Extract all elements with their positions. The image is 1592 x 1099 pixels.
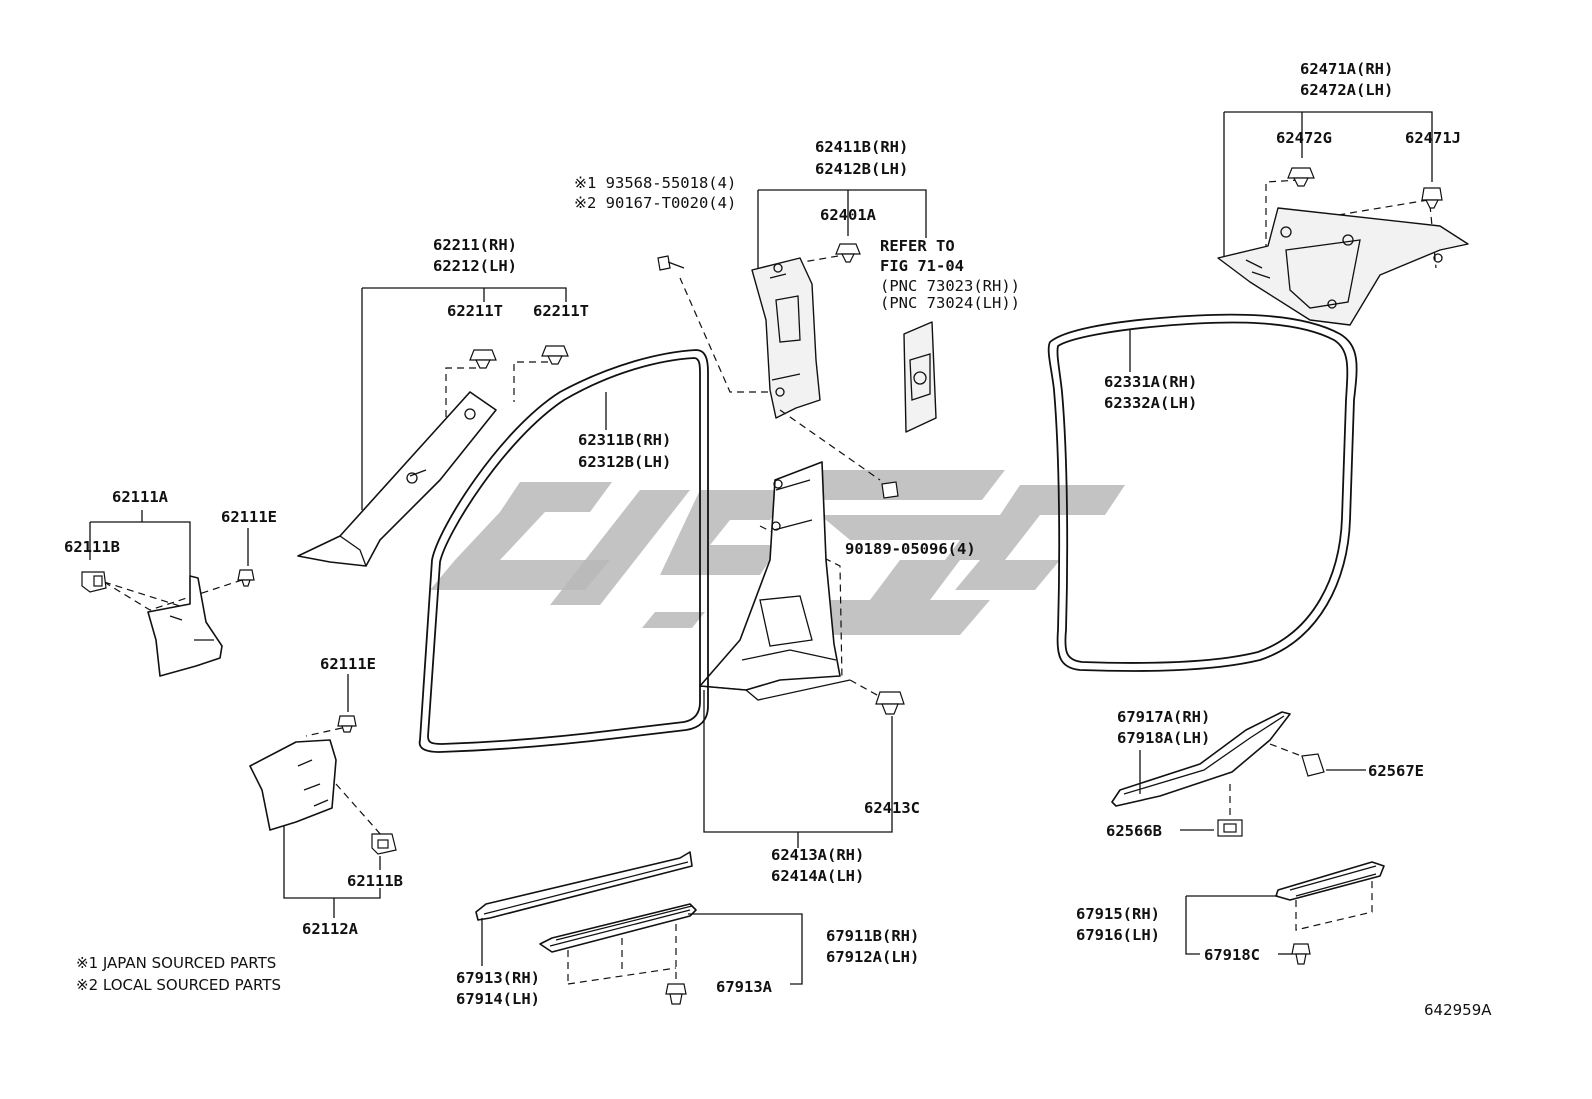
clip-90189-icon xyxy=(881,481,899,499)
kick-panel-lower xyxy=(249,739,337,831)
clip-62472G-icon xyxy=(1287,167,1315,187)
b-pillar-upper-group xyxy=(657,189,937,433)
kick-panel-lower-group xyxy=(249,674,397,918)
label-93568: ※1 93568-55018(4) xyxy=(574,174,736,192)
front-door-weatherstrip xyxy=(418,349,709,753)
label-62413A: 62413A(RH) xyxy=(771,846,864,864)
label-62413C: 62413C xyxy=(864,799,920,817)
label-62471J: 62471J xyxy=(1405,129,1461,147)
clip-62211T-a-icon xyxy=(469,349,497,369)
kick-panel-upper xyxy=(147,575,223,677)
label-67914: 67914(LH) xyxy=(456,990,540,1008)
seatbelt-reference-part xyxy=(903,321,937,433)
label-62472A: 62472A(LH) xyxy=(1300,81,1393,99)
kick-panel-upper-group xyxy=(81,510,255,677)
label-62331A: 62331A(RH) xyxy=(1104,373,1197,391)
label-62212: 62212(LH) xyxy=(433,257,517,275)
a-pillar-group xyxy=(297,287,569,567)
label-62112A: 62112A xyxy=(302,920,359,938)
note-japan-sourced: ※1 JAPAN SOURCED PARTS xyxy=(76,954,276,972)
label-62472G: 62472G xyxy=(1276,129,1332,147)
label-refer-2: FIG 71-04 xyxy=(880,257,964,275)
rear-lower-scuff-group xyxy=(1185,861,1385,965)
label-62211T-b: 62211T xyxy=(533,302,589,320)
part-labels: 62471A(RH) 62472A(LH) 62472G 62471J 6241… xyxy=(64,60,1461,1008)
label-refer-1: REFER TO xyxy=(880,237,955,255)
label-67918C: 67918C xyxy=(1204,946,1260,964)
rear-scuff-upper-67917A xyxy=(1111,711,1291,807)
label-62566B: 62566B xyxy=(1106,822,1162,840)
label-90189: 90189-05096(4) xyxy=(845,540,976,558)
label-62312B: 62312B(LH) xyxy=(578,453,671,471)
label-67918A: 67918A(LH) xyxy=(1117,729,1210,747)
label-67913A: 67913A xyxy=(716,978,773,996)
a-pillar-trim xyxy=(297,391,497,567)
quarter-trim-group xyxy=(1217,111,1469,326)
label-62567E: 62567E xyxy=(1368,762,1424,780)
clip-62401A-icon xyxy=(835,243,861,263)
label-67915: 67915(RH) xyxy=(1076,905,1160,923)
label-62411B: 62411B(RH) xyxy=(815,138,908,156)
clip-62211T-b-icon xyxy=(541,345,569,365)
clip-62111E-top-icon xyxy=(237,569,255,587)
clip-67913A-icon xyxy=(665,983,687,1005)
screw-93568-icon xyxy=(657,255,685,271)
front-scuff-plate-67913 xyxy=(475,851,693,921)
quarter-trim-panel xyxy=(1217,207,1469,326)
label-62412B: 62412B(LH) xyxy=(815,160,908,178)
clip-62111B-top-icon xyxy=(81,571,107,593)
label-62111E-top: 62111E xyxy=(221,508,277,526)
rear-upper-scuff-group xyxy=(1111,711,1366,837)
label-67917A: 67917A(RH) xyxy=(1117,708,1210,726)
label-67913: 67913(RH) xyxy=(456,969,540,987)
clip-67918C-icon xyxy=(1291,943,1311,965)
clip-62471J-icon xyxy=(1421,187,1443,209)
figure-code: 642959A xyxy=(1424,1001,1492,1019)
front-scuff-group xyxy=(475,851,803,1005)
label-62211T-a: 62211T xyxy=(447,302,503,320)
b-pillar-upper-trim xyxy=(751,257,821,419)
label-62471A: 62471A(RH) xyxy=(1300,60,1393,78)
rear-door-weatherstrip xyxy=(1047,313,1358,672)
label-62332A: 62332A(LH) xyxy=(1104,394,1197,412)
label-62111A: 62111A xyxy=(112,488,169,506)
label-62211: 62211(RH) xyxy=(433,236,517,254)
front-door-weatherstrip-group xyxy=(418,349,709,753)
label-refer-3: (PNC 73023(RH)) xyxy=(880,277,1020,295)
footnotes: ※1 JAPAN SOURCED PARTS ※2 LOCAL SOURCED … xyxy=(76,954,1492,1019)
clip-62111E-mid-icon xyxy=(337,715,357,733)
label-62111B-top: 62111B xyxy=(64,538,120,556)
label-67912A: 67912A(LH) xyxy=(826,948,919,966)
label-90167: ※2 90167-T0020(4) xyxy=(574,194,736,212)
label-67916: 67916(LH) xyxy=(1076,926,1160,944)
label-67911B: 67911B(RH) xyxy=(826,927,919,945)
clip-62413C-icon xyxy=(875,691,905,715)
label-62111B-bot: 62111B xyxy=(347,872,403,890)
rear-door-weatherstrip-group xyxy=(1047,313,1358,672)
label-refer-4: (PNC 73024(LH)) xyxy=(880,294,1020,312)
b-pillar-lower-trim xyxy=(699,461,841,691)
label-62414A: 62414A(LH) xyxy=(771,867,864,885)
b-pillar-lower-group xyxy=(699,409,905,848)
clip-62567E-icon xyxy=(1301,753,1325,777)
clip-62566B-icon xyxy=(1217,819,1243,837)
note-local-sourced: ※2 LOCAL SOURCED PARTS xyxy=(76,976,281,994)
label-62311B: 62311B(RH) xyxy=(578,431,671,449)
label-62401A: 62401A xyxy=(820,206,877,224)
clip-62111B-bot-icon xyxy=(371,833,397,855)
label-62111E-mid: 62111E xyxy=(320,655,376,673)
